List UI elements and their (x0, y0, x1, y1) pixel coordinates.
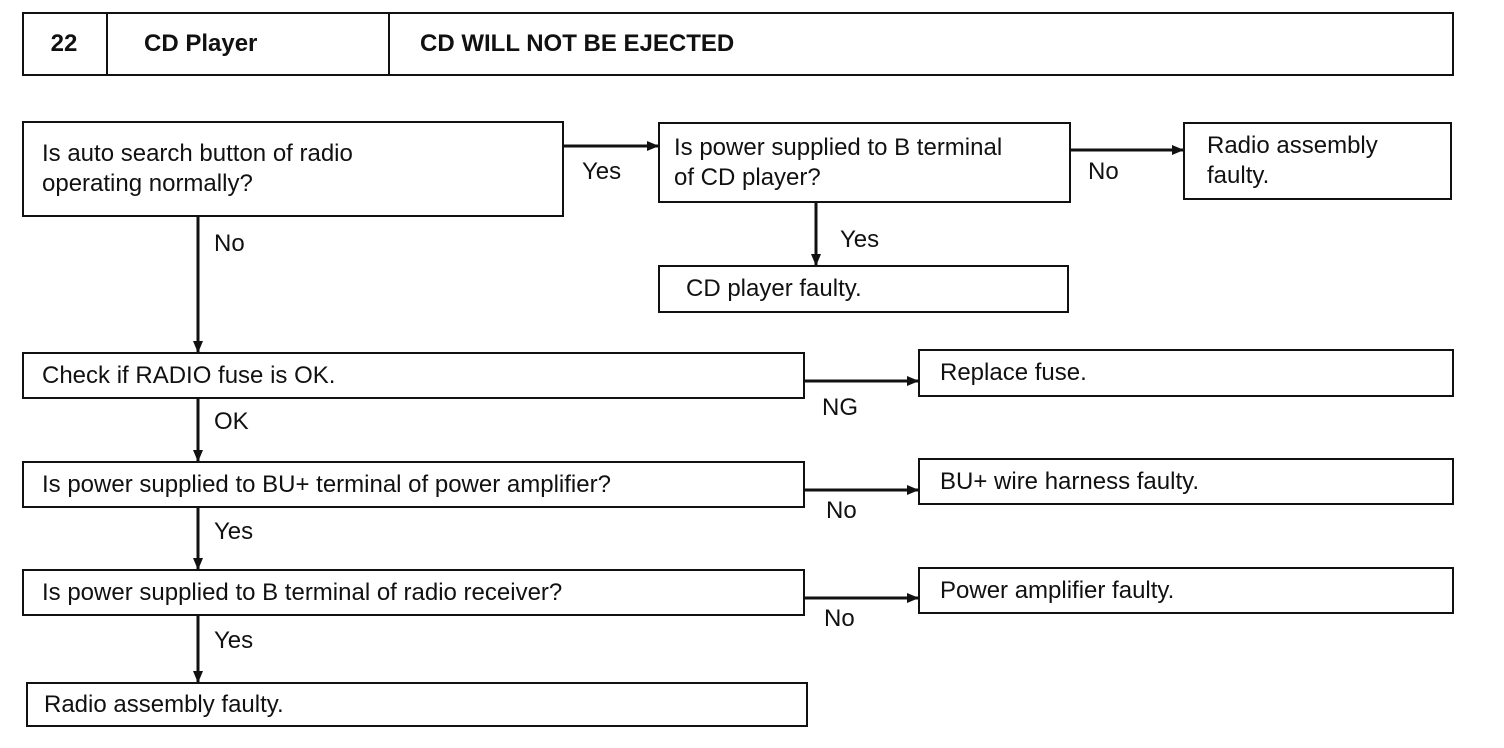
label-bcd-yes: Yes (840, 226, 880, 253)
label-fuse-ng: NG (822, 394, 858, 421)
header-title: CD WILL NOT BE EJECTED (420, 30, 735, 57)
label-auto-no: No (214, 230, 245, 257)
header-section: CD Player (144, 30, 258, 57)
result-power-amplifier-faulty: Power amplifier faulty. (918, 567, 1454, 614)
result-bu-wire-harness-faulty: BU+ wire harness faulty. (918, 458, 1454, 505)
header-number: 22 (50, 30, 78, 57)
result-radio-assembly-faulty-1: Radio assembly faulty. (1183, 122, 1452, 200)
result-cd-player-faulty: CD player faulty. (658, 265, 1069, 313)
label-br-yes: Yes (214, 627, 254, 654)
question-auto-search: Is auto search button of radio operating… (22, 121, 564, 217)
check-radio-fuse: Check if RADIO fuse is OK. (22, 352, 805, 399)
label-bu-yes: Yes (214, 518, 254, 545)
question-b-terminal-cd: Is power supplied to B terminal of CD pl… (658, 122, 1071, 203)
question-bu-terminal-amplifier: Is power supplied to BU+ terminal of pow… (22, 461, 805, 508)
result-replace-fuse: Replace fuse. (918, 349, 1454, 397)
label-bcd-no: No (1088, 158, 1119, 185)
result-radio-assembly-faulty-2: Radio assembly faulty. (26, 682, 808, 727)
header-bar (22, 12, 1454, 76)
header-divider-2 (388, 12, 390, 76)
label-auto-yes: Yes (582, 158, 622, 185)
label-fuse-ok: OK (214, 408, 249, 435)
header-divider-1 (106, 12, 108, 76)
question-b-terminal-radio-receiver: Is power supplied to B terminal of radio… (22, 569, 805, 616)
label-br-no: No (824, 605, 855, 632)
label-bu-no: No (826, 497, 857, 524)
